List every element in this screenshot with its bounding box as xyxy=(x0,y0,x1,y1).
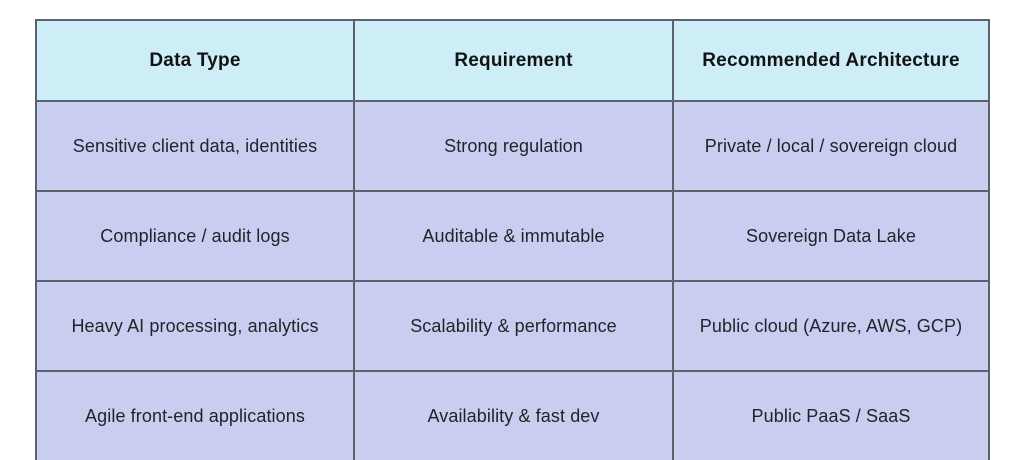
cell-architecture: Public PaaS / SaaS xyxy=(672,370,990,460)
architecture-table: Data Type Requirement Recommended Archit… xyxy=(35,19,990,460)
cell-requirement: Scalability & performance xyxy=(353,280,674,372)
column-header-recommended-architecture: Recommended Architecture xyxy=(672,19,990,102)
cell-data-type: Agile front-end applications xyxy=(35,370,355,460)
cell-requirement: Strong regulation xyxy=(353,100,674,192)
cell-architecture: Public cloud (Azure, AWS, GCP) xyxy=(672,280,990,372)
column-header-requirement: Requirement xyxy=(353,19,674,102)
cell-requirement: Availability & fast dev xyxy=(353,370,674,460)
cell-architecture: Sovereign Data Lake xyxy=(672,190,990,282)
table-row: Compliance / audit logs Auditable & immu… xyxy=(35,190,990,282)
cell-data-type: Compliance / audit logs xyxy=(35,190,355,282)
cell-requirement: Auditable & immutable xyxy=(353,190,674,282)
column-header-data-type: Data Type xyxy=(35,19,355,102)
cell-data-type: Sensitive client data, identities xyxy=(35,100,355,192)
table-header-row: Data Type Requirement Recommended Archit… xyxy=(35,19,990,102)
table-row: Heavy AI processing, analytics Scalabili… xyxy=(35,280,990,372)
table-row: Agile front-end applications Availabilit… xyxy=(35,370,990,460)
table-row: Sensitive client data, identities Strong… xyxy=(35,100,990,192)
cell-data-type: Heavy AI processing, analytics xyxy=(35,280,355,372)
cell-architecture: Private / local / sovereign cloud xyxy=(672,100,990,192)
